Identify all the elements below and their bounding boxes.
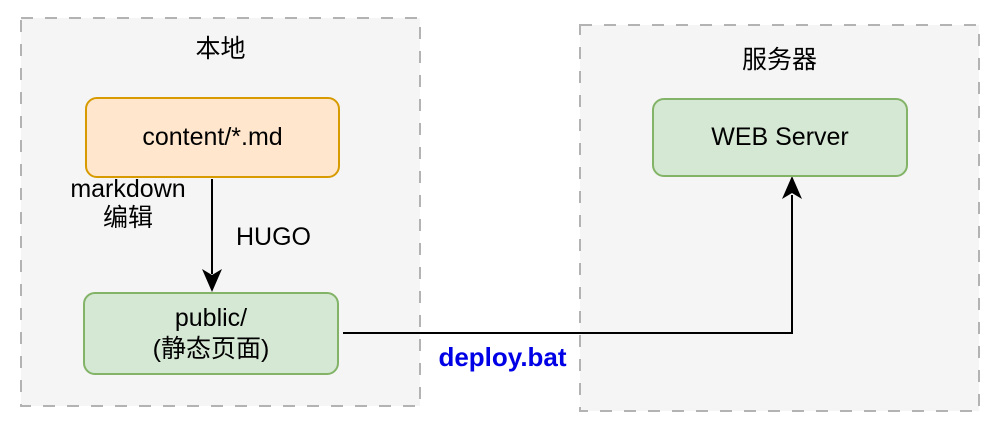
server-container-box xyxy=(579,24,980,412)
edge-label-hugo: HUGO xyxy=(236,223,311,251)
server-container-title: 服务器 xyxy=(741,46,817,74)
hugo-arrowhead-icon xyxy=(202,269,222,292)
node-web-server-label: WEB Server xyxy=(711,123,849,151)
node-web-server: WEB Server xyxy=(652,98,908,177)
node-content-md-label: content/*.md xyxy=(142,123,283,151)
node-public-label-line2: (静态页面) xyxy=(152,334,270,363)
node-public: public/ (静态页面) xyxy=(83,292,339,375)
node-content-md: content/*.md xyxy=(85,97,340,178)
deploy-arrow-line xyxy=(343,195,793,334)
edge-label-markdown-edit: markdown 编辑 xyxy=(53,175,203,233)
deploy-arrowhead-icon xyxy=(782,176,802,199)
edge-label-markdown-edit-line1: markdown xyxy=(70,175,186,203)
edge-label-markdown-edit-line2: 编辑 xyxy=(102,204,153,232)
edge-label-deploy: deploy.bat xyxy=(438,342,567,372)
node-public-label-line1: public/ xyxy=(174,303,248,332)
local-container-title: 本地 xyxy=(195,35,246,63)
